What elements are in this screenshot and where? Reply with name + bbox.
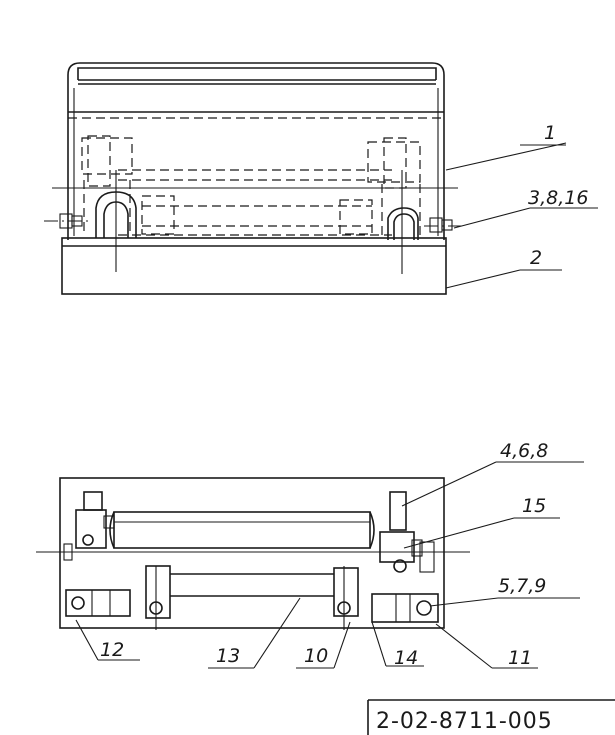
screw-right — [424, 217, 462, 233]
callout-14: 14 — [394, 647, 418, 669]
callout-5-7-9: 5,7,9 — [498, 575, 546, 597]
title-block: 2-02-8711-005 — [367, 699, 615, 735]
roller-assembly — [109, 511, 375, 549]
right-hinge — [387, 170, 419, 274]
cover-part-1 — [67, 62, 445, 240]
callout-12: 12 — [100, 639, 124, 661]
left-hinge — [95, 170, 137, 272]
leaders-front — [445, 142, 598, 289]
callout-15: 15 — [522, 495, 546, 517]
left-stub — [63, 543, 73, 561]
front-view: 1 3,8,16 2 — [44, 62, 598, 295]
drawing-number: 2-02-8711-005 — [376, 709, 553, 734]
callout-10: 10 — [304, 645, 328, 667]
base-part-2 — [61, 237, 447, 295]
right-bracket-upper — [379, 491, 435, 573]
base-plate-outline — [59, 477, 445, 629]
bracket-part-12 — [65, 589, 131, 617]
screw-left — [44, 213, 92, 229]
callout-11: 11 — [508, 647, 532, 669]
callout-2: 2 — [530, 247, 542, 269]
callout-1: 1 — [544, 122, 556, 144]
hidden-mechanism — [81, 135, 421, 236]
callout-3-8-16: 3,8,16 — [528, 187, 588, 209]
plan-view: 4,6,8 15 5,7,9 12 13 10 14 11 — [36, 440, 584, 669]
leaders-plan — [75, 461, 584, 669]
callout-4-6-8: 4,6,8 — [500, 440, 548, 462]
rod-part-13 — [145, 565, 359, 630]
left-bracket-upper — [75, 491, 115, 549]
bracket-part-11 — [371, 593, 439, 623]
callout-13: 13 — [216, 645, 240, 667]
